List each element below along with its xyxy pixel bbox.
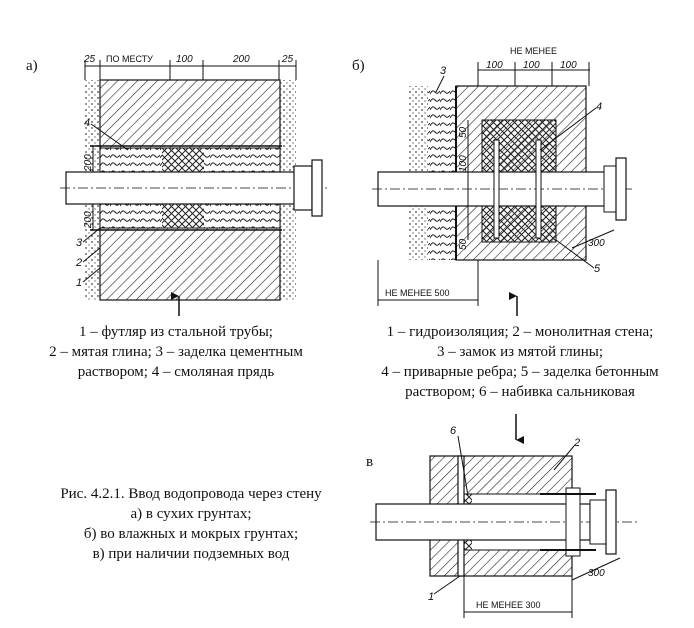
panel-a-dim-po-mestu: ПО МЕСТУ bbox=[106, 54, 153, 64]
panel-a-callout-4: 4 bbox=[84, 117, 90, 129]
panel-a-callout-2: 2 bbox=[75, 257, 82, 269]
panel-b-tag: б) bbox=[352, 58, 365, 74]
panel-b-dim-50-bottom: 50 bbox=[458, 238, 469, 250]
figure-caption: Рис. 4.2.1. Ввод водопровода через стену… bbox=[26, 484, 356, 564]
panel-b-legend: 1 – гидроизоляция; 2 – монолитная стена;… bbox=[352, 322, 688, 402]
panel-a-resin-strand-top bbox=[100, 148, 162, 172]
panel-b-rib-2 bbox=[535, 139, 542, 239]
panel-a-legend-line: 2 – мятая глина; 3 – заделка цементным bbox=[49, 344, 303, 360]
panel-a-resin-strand-bottom bbox=[100, 204, 162, 228]
figure-caption-line: а) в сухих грунтах; bbox=[130, 506, 252, 522]
panel-b-bottom-label: НЕ МЕНЕЕ 500 bbox=[385, 288, 450, 298]
panel-a-callout-1: 1 bbox=[76, 277, 82, 289]
panel-c-callout-2: 2 bbox=[573, 437, 580, 449]
panel-a-drawing: а) 25 ПО МЕСТУ 100 200 25 bbox=[26, 54, 330, 316]
figure-caption-line: б) во влажных и мокрых грунтах; bbox=[83, 526, 299, 542]
panel-c-drawing: в 6 2 1 300 НЕ МЕНЕЕ 300 bbox=[366, 414, 640, 618]
panel-a-legend-line: раствором; 4 – смоляная прядь bbox=[77, 364, 275, 380]
panel-c-callout-1: 1 bbox=[428, 591, 434, 603]
panel-b-flange bbox=[615, 157, 627, 221]
panel-b-dim-100-1: 100 bbox=[486, 60, 503, 71]
figure-caption-title: Рис. 4.2.1. Ввод водопровода через стену bbox=[60, 486, 322, 502]
panel-a-tag: а) bbox=[26, 58, 38, 74]
panel-b-callout-4: 4 bbox=[596, 101, 602, 113]
panel-b-dim-50-top: 50 bbox=[458, 126, 469, 138]
panel-a-dim-25-right: 25 bbox=[281, 54, 294, 65]
panel-c-tag: в bbox=[366, 454, 373, 470]
panel-b-dim-100-2: 100 bbox=[523, 60, 540, 71]
panel-a-dim-200-bottom: 200 bbox=[83, 211, 94, 229]
panel-b-legend-line: 3 – замок из мятой глины; bbox=[436, 344, 604, 360]
panel-b-dim-300: 300 bbox=[588, 238, 605, 249]
panel-b-rib-1 bbox=[493, 139, 500, 239]
panel-a-dim-200-top: 200 bbox=[83, 154, 94, 172]
panel-c-gland-cap bbox=[565, 487, 581, 557]
panel-b-dim-100: 100 bbox=[458, 155, 469, 172]
figure-caption-line: в) при наличии подземных вод bbox=[92, 546, 290, 562]
panel-b-callout-5: 5 bbox=[594, 263, 601, 275]
panel-c-flange bbox=[605, 489, 617, 555]
panel-b-legend-line: 4 – приварные ребра; 5 – заделка бетонны… bbox=[381, 364, 659, 380]
panel-a-dim-200: 200 bbox=[232, 54, 250, 65]
panel-b-top-label: НЕ МЕНЕЕ bbox=[510, 46, 557, 56]
panel-c-bottom-label: НЕ МЕНЕЕ 300 bbox=[476, 600, 541, 610]
panel-b-callout-3: 3 bbox=[440, 65, 447, 77]
panel-b-dim-100-3: 100 bbox=[560, 60, 577, 71]
panel-c-dim-300: 300 bbox=[588, 568, 605, 579]
panel-a-callout-3: 3 bbox=[76, 237, 83, 249]
panel-a-dim-25-left: 25 bbox=[83, 54, 96, 65]
panel-b-legend-line: 1 – гидроизоляция; 2 – монолитная стена; bbox=[386, 324, 654, 340]
panel-a-flange bbox=[311, 159, 323, 217]
panel-a-clay-bottom bbox=[162, 204, 204, 228]
panel-b-drawing: б) НЕ МЕНЕЕ 100 100 100 50 100 50 bbox=[352, 46, 632, 316]
panel-a-legend: 1 – футляр из стальной трубы; 2 – мятая … bbox=[18, 322, 334, 382]
panel-b-legend-line: раствором; 6 – набивка сальниковая bbox=[405, 384, 635, 400]
panel-a-legend-line: 1 – футляр из стальной трубы; bbox=[79, 324, 273, 340]
panel-c-callout-6: 6 bbox=[450, 425, 457, 437]
panel-a-clay-top bbox=[162, 148, 204, 172]
panel-a-dim-100: 100 bbox=[176, 54, 193, 65]
